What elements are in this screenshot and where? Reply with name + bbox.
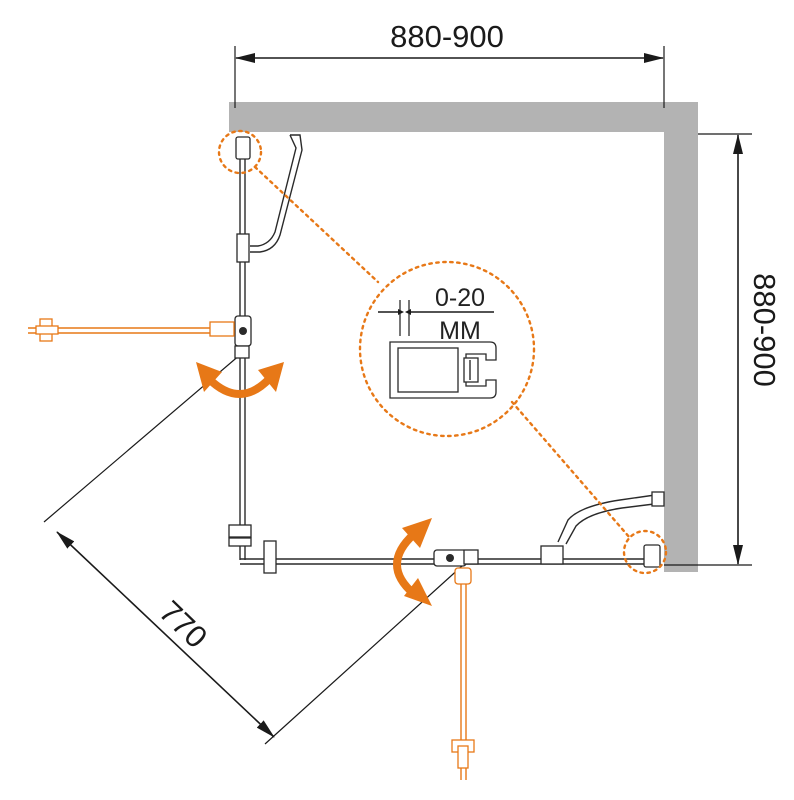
right-depth-label: 880-900 [747,273,782,387]
side-wall [664,102,698,572]
detail-circle [358,260,536,438]
callout-circle-left [217,129,263,175]
left-glass-panel [234,136,252,560]
adjustment-range-label: 0-20 [435,284,485,312]
curved-double-arrow-icon [196,362,284,398]
back-wall [229,102,664,132]
top-dimension: 880-900 [234,19,665,108]
right-dimension: 880-900 [664,133,782,566]
callout-leader-right [510,400,632,540]
callout-circle-right [622,529,668,575]
curved-double-arrow-icon [393,518,432,606]
top-width-label: 880-900 [390,19,504,54]
bottom-glass-panel [228,524,661,574]
callout-leader-left [253,165,380,284]
door-diagonal-label: 770 [153,594,215,655]
right-stabilizer-bar [557,491,665,545]
bottom-door-open [451,567,475,780]
profile-detail: 0-20 MM [358,260,536,438]
left-stabilizer-bar [250,134,303,253]
left-door-open [28,318,235,342]
adjustment-unit-label: MM [439,317,481,345]
